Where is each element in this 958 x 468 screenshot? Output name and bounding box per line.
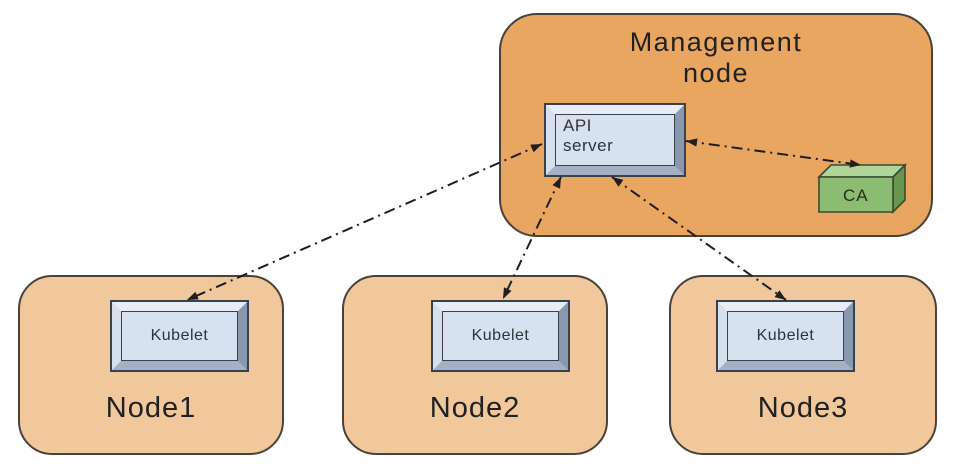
node2-label: Node2 <box>429 392 521 424</box>
ca-box-top-face <box>817 164 907 178</box>
kubelet-node3-label: Kubelet <box>756 327 815 344</box>
ca-box: CA <box>817 163 907 214</box>
ca-box-front-face <box>818 176 894 213</box>
management-node-label-line1: Management <box>629 27 803 57</box>
kubelet-node1-box: Kubelet <box>110 300 249 372</box>
kubelet-node2-box: Kubelet <box>431 300 570 372</box>
api-server-label: API server <box>563 116 613 156</box>
kubelet-node2-label: Kubelet <box>471 327 530 344</box>
management-node-label: Management node <box>501 27 931 89</box>
management-node-label-line2: node <box>682 58 750 88</box>
kubelet-node1-label: Kubelet <box>150 327 209 344</box>
node3-label: Node3 <box>757 392 849 424</box>
api-server-label-line2: server <box>563 136 614 155</box>
kubelet-node3-box: Kubelet <box>716 300 855 372</box>
ca-label: CA <box>843 186 869 205</box>
node1-label: Node1 <box>105 392 197 424</box>
api-server-box: API server <box>544 103 686 177</box>
api-server-label-line1: API <box>563 116 592 135</box>
